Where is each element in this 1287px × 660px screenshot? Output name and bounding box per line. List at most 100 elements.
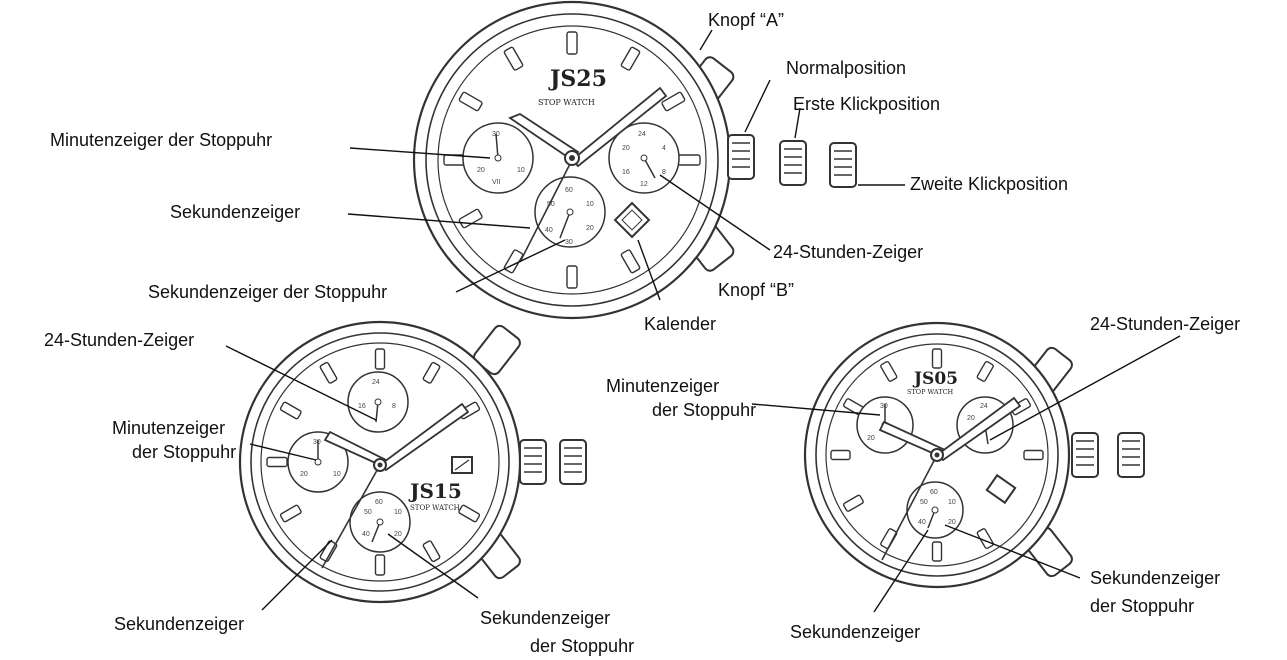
hour-marker xyxy=(374,554,386,576)
label-sekundenzeiger: Sekundenzeiger xyxy=(790,622,920,642)
svg-text:20: 20 xyxy=(867,435,875,442)
svg-text:24: 24 xyxy=(980,403,988,410)
label-24-stunden-zeiger: 24-Stunden-Zeiger xyxy=(1090,314,1240,334)
svg-text:10: 10 xyxy=(586,201,594,208)
svg-text:40: 40 xyxy=(545,227,553,234)
label-minutenzeiger: Minutenzeiger xyxy=(606,376,719,396)
label-sekundenzeiger: Sekundenzeiger xyxy=(114,614,244,634)
hour-markers xyxy=(266,348,481,576)
svg-text:60: 60 xyxy=(930,489,938,496)
hour-marker xyxy=(842,494,864,512)
dial xyxy=(437,25,707,295)
svg-text:60: 60 xyxy=(375,499,383,506)
label-sekundenzeiger-stoppuhr-1: Sekundenzeiger xyxy=(1090,568,1220,588)
brand-js05: JS05 xyxy=(912,369,958,389)
date-window xyxy=(613,201,651,239)
svg-text:8: 8 xyxy=(392,403,396,410)
svg-text:10: 10 xyxy=(333,471,341,478)
label-minutenzeiger: Minutenzeiger xyxy=(112,418,225,438)
hour-marker xyxy=(931,348,943,369)
hour-marker xyxy=(458,91,483,112)
crown-pulled xyxy=(1117,432,1145,478)
svg-text:24: 24 xyxy=(372,379,380,386)
label-sekundenzeiger-stoppuhr: Sekundenzeiger der Stoppuhr xyxy=(148,282,387,302)
label-der-stoppuhr: der Stoppuhr xyxy=(132,442,236,462)
svg-text:20: 20 xyxy=(967,415,975,422)
hour-marker xyxy=(319,361,338,384)
svg-text:VII: VII xyxy=(492,179,501,186)
label-zweite-klickposition: Zweite Klickposition xyxy=(910,174,1068,194)
seconds-hand xyxy=(881,454,938,561)
brand-js25: JS25 xyxy=(548,66,607,92)
hour-marker xyxy=(422,361,441,384)
seconds-hand xyxy=(321,464,381,569)
svg-text:30: 30 xyxy=(313,439,321,446)
label-knopf-b: Knopf “B” xyxy=(718,280,794,300)
crown-pulled xyxy=(559,439,587,485)
hour-marker xyxy=(830,449,851,461)
crown-second-click xyxy=(829,142,857,188)
label-kalender: Kalender xyxy=(644,314,716,334)
hour-marker xyxy=(677,154,701,166)
brand-subtitle: STOP WATCH xyxy=(907,388,954,396)
svg-text:4: 4 xyxy=(662,145,666,152)
svg-text:30: 30 xyxy=(565,239,573,246)
hour-marker xyxy=(266,456,288,468)
hour-marker xyxy=(279,401,302,420)
leaders-left xyxy=(225,345,479,611)
hour-marker xyxy=(566,31,578,55)
hour-marker xyxy=(458,504,481,523)
label-sekundenzeiger-stoppuhr-1: Sekundenzeiger xyxy=(480,608,610,628)
svg-text:50: 50 xyxy=(547,201,555,208)
watch-js15: JS15 STOP WATCH 24 8 16 30 20 10 60 10 2… xyxy=(238,320,587,604)
svg-text:10: 10 xyxy=(517,167,525,174)
crown-normal xyxy=(727,134,755,180)
crown-first-click xyxy=(779,140,807,186)
svg-text:50: 50 xyxy=(364,509,372,516)
svg-text:10: 10 xyxy=(394,509,402,516)
hour-marker xyxy=(319,540,338,563)
leaders-right xyxy=(751,335,1181,613)
hour-marker xyxy=(374,348,386,370)
date-window xyxy=(985,473,1017,505)
svg-text:20: 20 xyxy=(477,167,485,174)
seconds-hand xyxy=(519,159,573,263)
hour-marker xyxy=(620,249,641,274)
svg-text:40: 40 xyxy=(362,531,370,538)
svg-text:50: 50 xyxy=(920,499,928,506)
label-knopf-a: Knopf “A” xyxy=(708,10,784,30)
bezel xyxy=(425,13,719,307)
svg-text:8: 8 xyxy=(662,169,666,176)
hour-markers xyxy=(443,31,701,289)
label-der-stoppuhr: der Stoppuhr xyxy=(652,400,756,420)
svg-text:40: 40 xyxy=(918,519,926,526)
watch-js05: JS05 STOP WATCH 30 20 24 20 4 60 10 20 4… xyxy=(803,321,1145,589)
brand-js15: JS15 xyxy=(408,479,462,503)
svg-text:16: 16 xyxy=(622,169,630,176)
svg-text:30: 30 xyxy=(880,403,888,410)
hour-marker xyxy=(661,91,686,112)
svg-text:24: 24 xyxy=(638,131,646,138)
hour-marker xyxy=(880,360,898,382)
crown xyxy=(519,439,547,485)
label-sekundenzeiger-stoppuhr-2: der Stoppuhr xyxy=(1090,596,1194,616)
brand-subtitle: STOP WATCH xyxy=(538,98,595,107)
svg-text:10: 10 xyxy=(948,499,956,506)
watch-js25: JS25 STOP WATCH 30 20 10 VII 24 20 4 8 1… xyxy=(412,0,857,320)
svg-text:20: 20 xyxy=(586,225,594,232)
svg-text:20: 20 xyxy=(394,531,402,538)
label-normalposition: Normalposition xyxy=(786,58,906,78)
crown xyxy=(1071,432,1099,478)
hour-marker xyxy=(1023,449,1044,461)
hour-marker xyxy=(566,265,578,289)
hour-marker xyxy=(503,46,524,71)
label-24-stunden-zeiger: 24-Stunden-Zeiger xyxy=(773,242,923,262)
label-minutenzeiger-stoppuhr: Minutenzeiger der Stoppuhr xyxy=(50,130,272,150)
leaders-top xyxy=(347,29,905,301)
hour-marker xyxy=(422,540,441,563)
hour-marker xyxy=(279,504,302,523)
label-24-stunden-zeiger: 24-Stunden-Zeiger xyxy=(44,330,194,350)
svg-text:16: 16 xyxy=(358,403,366,410)
brand-subtitle: STOP WATCH xyxy=(410,504,460,512)
